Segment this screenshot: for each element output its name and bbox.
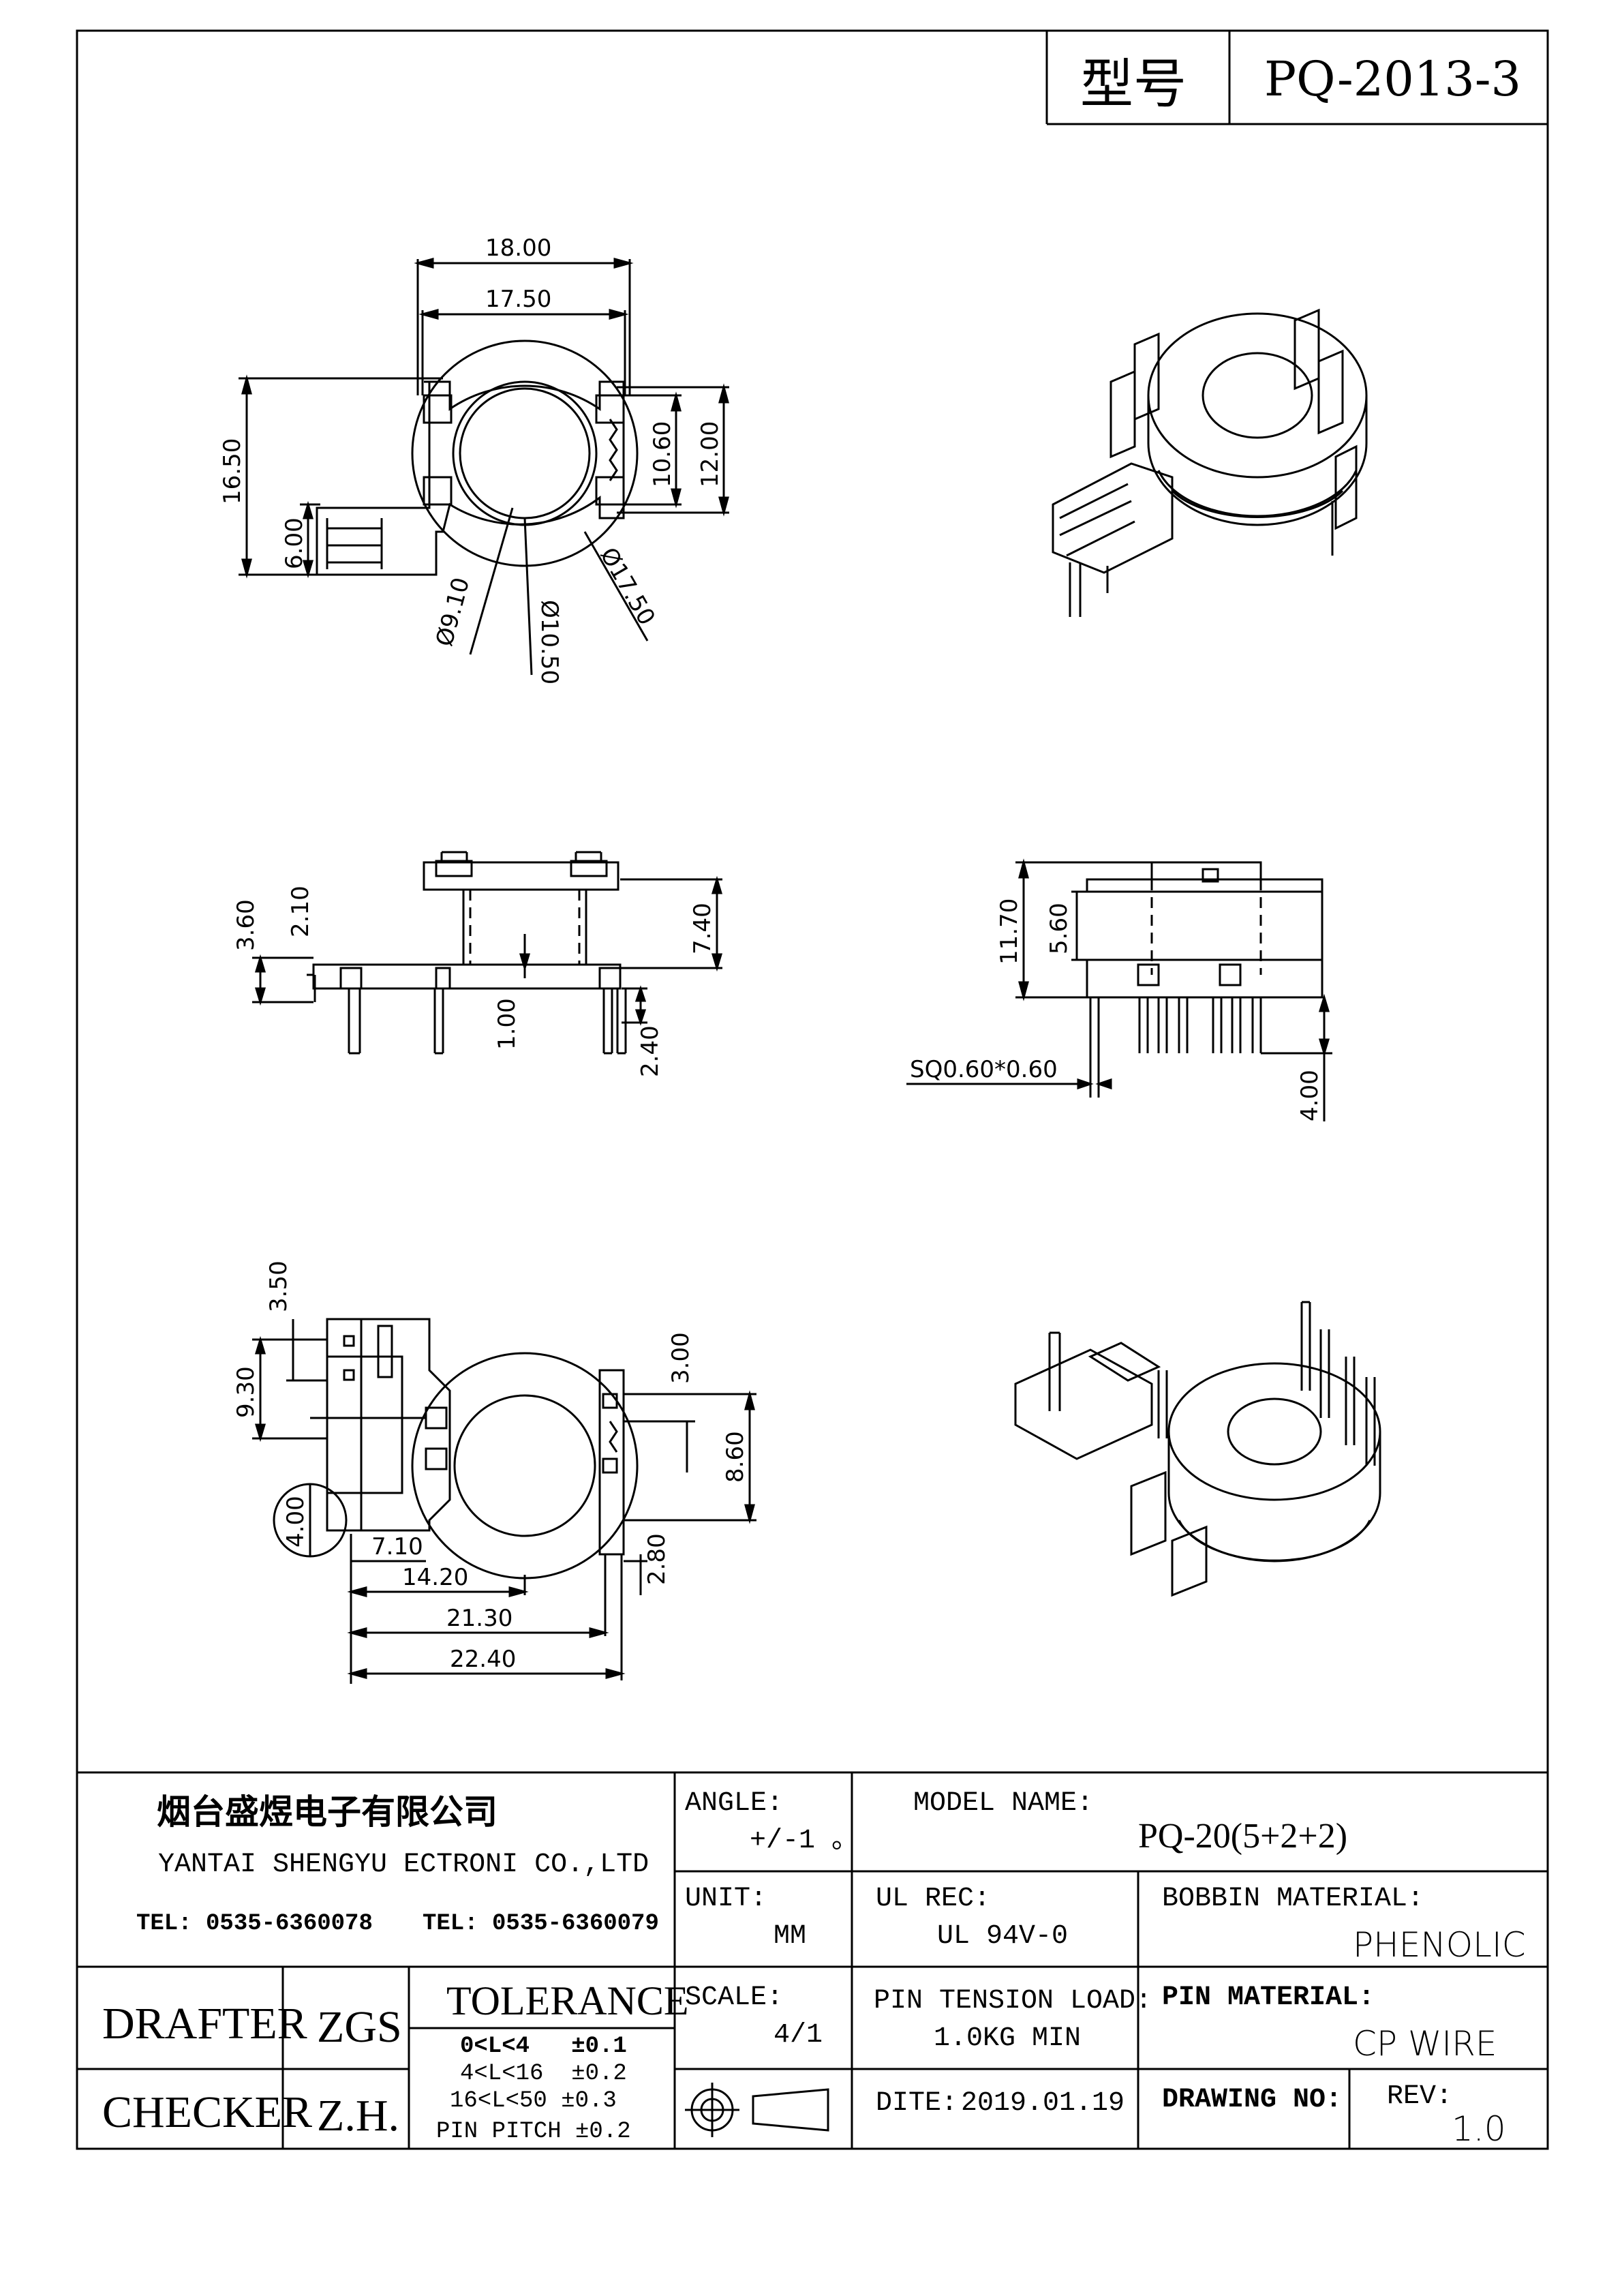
- bobbin-material-label: BOBBIN MATERIAL:: [1162, 1884, 1424, 1914]
- bobbin-material-value: PHENOLIC: [1353, 1925, 1526, 1965]
- dim-5-60: 5.60: [1045, 903, 1073, 954]
- ul-rec-value: UL 94V-0: [937, 1921, 1068, 1952]
- company-name-en: YANTAI SHENGYU ECTRONI CO.,LTD: [158, 1849, 649, 1880]
- drafter-label: DRAFTER: [102, 1999, 307, 2049]
- pin-tension-value: 1.0KG MIN: [934, 2023, 1081, 2054]
- bottom-view: [252, 1318, 756, 1684]
- unit-label: UNIT:: [685, 1884, 767, 1914]
- model-label: 型号: [1080, 54, 1187, 115]
- dim-4-00-circle: 4.00: [282, 1496, 309, 1547]
- dim-7-10: 7.10: [371, 1533, 423, 1560]
- company-name-cn: 烟台盛煜电子有限公司: [157, 1792, 498, 1832]
- checker-label: CHECKER: [102, 2087, 312, 2137]
- tel-2: TEL: 0535-6360079: [423, 1911, 659, 1937]
- dim-2-80: 2.80: [643, 1533, 671, 1585]
- angle-value: +/-1 。: [750, 1826, 859, 1856]
- front-view: [906, 858, 1332, 1121]
- ul-rec-label: UL REC:: [876, 1884, 990, 1914]
- dim-14-20: 14.20: [402, 1564, 468, 1591]
- dim-9-30: 9.30: [232, 1366, 260, 1418]
- date-label: DITE:: [876, 2088, 958, 2119]
- dim-3-60: 3.60: [232, 899, 260, 951]
- dim-dia-10-50: Ø10.50: [536, 600, 563, 684]
- pin-material-label: PIN MATERIAL:: [1162, 1982, 1375, 2013]
- top-view: [239, 258, 729, 676]
- dim-11-70: 11.70: [996, 898, 1023, 965]
- scale-label: SCALE:: [685, 1982, 783, 2013]
- checker-value: Z.H.: [317, 2091, 399, 2141]
- dim-21-30: 21.30: [446, 1605, 512, 1632]
- title-block-grid: [77, 1771, 1548, 2149]
- header-box: [1045, 31, 1548, 125]
- tolerance-row-4: PIN PITCH ±0.2: [436, 2119, 631, 2145]
- dim-10-60: 10.60: [649, 421, 676, 487]
- tolerance-row-2: 4<L<16 ±0.2: [460, 2061, 627, 2087]
- dim-17-50: 17.50: [485, 286, 551, 313]
- tel-1: TEL: 0535-6360078: [136, 1911, 373, 1937]
- sheet-border: [76, 29, 1549, 2150]
- dim-6-00: 6.00: [281, 517, 308, 569]
- tolerance-row-1: 0<L<4 ±0.1: [460, 2034, 627, 2059]
- dim-4-00-front: 4.00: [1296, 1070, 1323, 1121]
- dim-sq-pin: SQ0.60*0.60: [910, 1056, 1058, 1083]
- dim-8-60: 8.60: [722, 1431, 749, 1483]
- dim-16-50: 16.50: [219, 438, 246, 504]
- pin-material-value: CP WIRE: [1353, 2024, 1497, 2064]
- dim-dia-17-50: Ø17.50: [594, 543, 660, 630]
- date-value: 2019.01.19: [961, 2088, 1124, 2119]
- pin-tension-label: PIN TENSION LOAD:: [874, 1986, 1152, 2016]
- isometric-view-bottom: [1014, 1301, 1381, 1597]
- tolerance-label: TOLERANCE: [446, 1978, 689, 2023]
- scale-value: 4/1: [774, 2020, 823, 2051]
- dim-3-50: 3.50: [265, 1260, 292, 1312]
- dim-12-00: 12.00: [697, 421, 724, 487]
- drafter-value: ZGS: [317, 2002, 402, 2052]
- unit-value: MM: [774, 1921, 806, 1952]
- dim-dia-9-10: Ø9.10: [431, 575, 475, 649]
- rev-label: REV:: [1387, 2081, 1452, 2112]
- dim-18-00: 18.00: [485, 235, 551, 262]
- dim-22-40: 22.40: [450, 1646, 516, 1673]
- model-number: PQ-2013-3: [1264, 51, 1521, 107]
- dim-7-40: 7.40: [689, 903, 716, 954]
- tolerance-row-3: 16<L<50 ±0.3: [450, 2088, 617, 2114]
- model-name-value: PQ-20(5+2+2): [1138, 1817, 1347, 1856]
- dim-3-00: 3.00: [667, 1332, 694, 1384]
- isometric-view-top: [1052, 308, 1368, 617]
- rev-value: 1.0: [1452, 2109, 1506, 2149]
- dim-2-10: 2.10: [287, 886, 314, 937]
- angle-label: ANGLE:: [685, 1788, 783, 1819]
- model-name-label: MODEL NAME:: [913, 1788, 1093, 1819]
- dim-2-40: 2.40: [637, 1025, 664, 1077]
- side-view: [252, 851, 723, 1055]
- dim-1-00: 1.00: [493, 998, 521, 1050]
- drawing-no-label: DRAWING NO:: [1162, 2085, 1342, 2115]
